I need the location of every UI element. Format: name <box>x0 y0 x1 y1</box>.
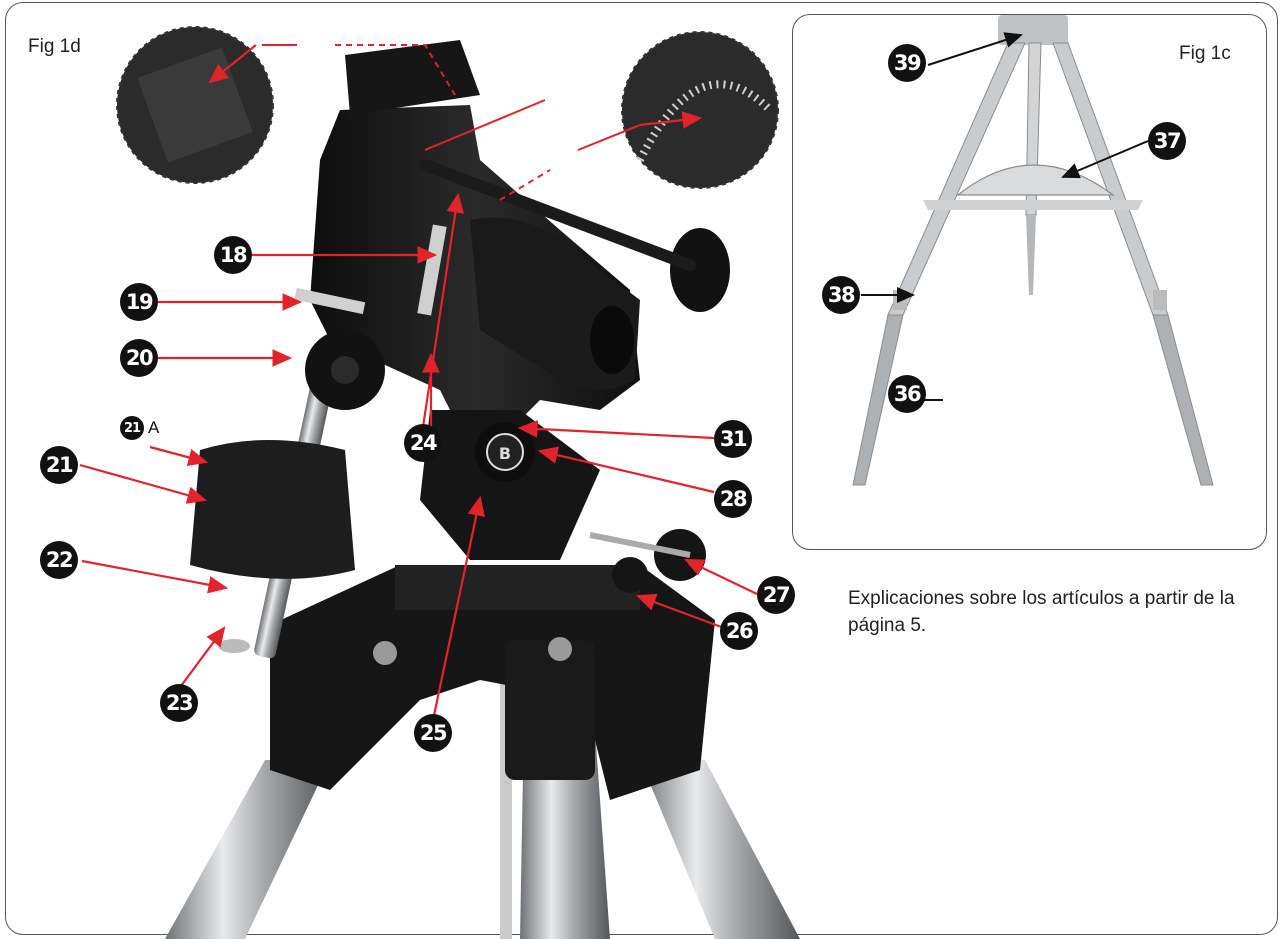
main-figure-label: Fig 1d <box>28 36 81 57</box>
callout-24: 24 <box>404 424 442 462</box>
callout-36: 36 <box>888 375 926 413</box>
callout-37: 37 <box>1148 122 1186 160</box>
callout-21: 21 <box>40 446 78 484</box>
counterweight-assembly <box>190 381 355 659</box>
callout-31: 31 <box>714 420 752 458</box>
equatorial-mount-body: B <box>294 40 730 593</box>
main-figure-frame <box>5 2 1278 935</box>
callout-23: 23 <box>160 684 198 722</box>
svg-text:B: B <box>499 444 511 463</box>
callout-27: 27 <box>757 576 795 614</box>
tripod-head <box>270 565 715 800</box>
callout-28: 28 <box>714 480 752 518</box>
tripod-inset <box>852 15 1214 486</box>
callout-18: 18 <box>214 236 252 274</box>
callout-38: 38 <box>822 276 860 314</box>
caption-text: Explicaciones sobre los artículos a part… <box>848 588 1235 636</box>
callout-25: 25 <box>414 714 452 752</box>
callout-20: 20 <box>120 339 158 377</box>
callout-22: 22 <box>40 541 78 579</box>
reference-lines <box>262 44 641 201</box>
callout-19: 19 <box>120 283 158 321</box>
detail-circle-right <box>621 31 779 189</box>
callout-arrows-main <box>79 44 758 721</box>
callout-arrows-inset <box>861 32 1149 408</box>
callout-21a-suffix: A <box>148 418 160 437</box>
tripod-illustration <box>852 15 1214 486</box>
callout-26: 26 <box>720 612 758 650</box>
callout-39: 39 <box>888 44 926 82</box>
callout-21a: 21 <box>120 416 144 440</box>
inset-figure-label: Fig 1c <box>1179 43 1231 64</box>
inset-figure-frame: Fig 1c <box>792 14 1267 550</box>
